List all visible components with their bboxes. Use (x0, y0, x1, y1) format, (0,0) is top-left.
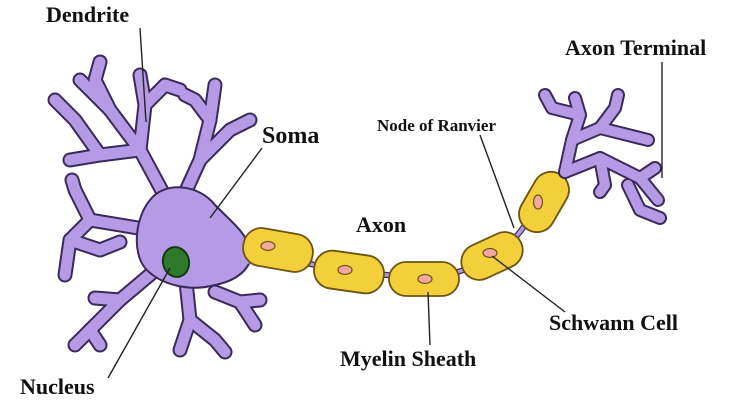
dendrite-branches (47, 54, 268, 360)
schwann-cell-5 (518, 170, 570, 234)
label-dendrite: Dendrite (46, 2, 129, 27)
neuron-cell-body (47, 54, 268, 360)
label-axon: Axon (356, 212, 406, 237)
soma-body (135, 186, 252, 289)
leader-schwann-cell (491, 255, 566, 313)
schwann-cell-1 (242, 227, 314, 273)
leader-dendrite (139, 27, 147, 123)
leader-myelin-sheath (427, 291, 431, 346)
schwann-cell-2 (313, 249, 385, 295)
leader-lines (107, 27, 663, 379)
label-myelin-sheath: Myelin Sheath (340, 346, 476, 371)
schwann-cell-3 (388, 261, 460, 297)
leader-node-of-ranvier (479, 134, 515, 229)
labels: Dendrite Soma Axon Axon Terminal Node of… (20, 2, 706, 399)
label-axon-terminal: Axon Terminal (565, 35, 706, 60)
label-nucleus: Nucleus (20, 374, 95, 399)
label-schwann-cell: Schwann Cell (549, 310, 678, 335)
leader-nucleus (107, 267, 171, 379)
axon-terminal-branches (538, 88, 667, 225)
myelin-sheath-segments (242, 170, 570, 297)
label-node-of-ranvier: Node of Ranvier (377, 116, 496, 135)
label-soma: Soma (262, 123, 319, 149)
leader-soma (209, 147, 263, 219)
